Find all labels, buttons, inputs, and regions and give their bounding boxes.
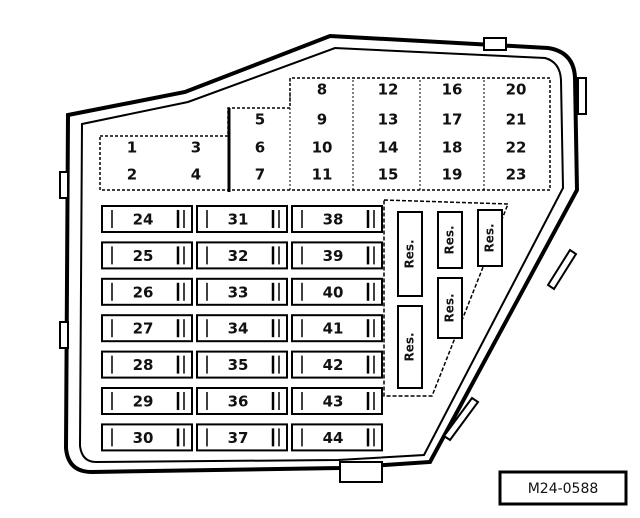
fuse-slot-37: 37 (196, 423, 288, 452)
fuse-label-13: 13 (378, 111, 399, 129)
fuse-slot-33: 33 (196, 277, 288, 306)
fuse-slot-38: 38 (291, 205, 383, 233)
fuse-slot-30: 30 (101, 423, 193, 452)
reserve-slot-frame (437, 277, 463, 339)
fuse-label-30: 30 (133, 429, 154, 447)
reserve-slots: Res. Res. Res. Res. Res. (397, 209, 503, 389)
fuse-label-36: 36 (228, 393, 249, 411)
mounting-tab (577, 77, 587, 115)
fuse-slot-24: 24 (101, 205, 193, 233)
fuse-label-12: 12 (378, 81, 399, 99)
fuse-label-44: 44 (323, 429, 344, 447)
reserve-slot-3: Res. (477, 209, 503, 267)
figure-code-box (498, 470, 628, 506)
housing-outline (63, 33, 580, 475)
mounting-tab (483, 37, 507, 51)
fuse-label-6: 6 (255, 139, 265, 157)
fuse-label-15: 15 (378, 166, 399, 184)
fuse-slot-40: 40 (291, 277, 383, 306)
fuse-label-11: 11 (312, 166, 333, 184)
fuse-label-25: 25 (133, 247, 154, 265)
fuse-slot-36: 36 (196, 387, 288, 415)
mounting-tab (59, 321, 69, 349)
mounting-tab (546, 248, 578, 291)
fuse-slot-31: 31 (196, 205, 288, 233)
fuse-label-9: 9 (317, 111, 327, 129)
fuse-label-34: 34 (228, 320, 249, 338)
fuse-label-10: 10 (312, 139, 333, 157)
fuse-slot-34: 34 (196, 314, 288, 343)
reserve-slot-frame (397, 305, 423, 389)
lower-fuse-slots: 24 25 26 27 28 29 30 31 32 33 34 35 36 37 38 39 40 41 42 43… (101, 205, 383, 452)
fuse-label-14: 14 (378, 139, 399, 157)
mounting-tab (339, 461, 383, 483)
reserve-label: Res. (443, 293, 457, 322)
fuse-slot-39: 39 (291, 241, 383, 270)
reserve-slot-1: Res. (397, 211, 423, 297)
fuse-label-32: 32 (228, 247, 249, 265)
reserve-slot-frame (397, 211, 423, 297)
fuse-slot-32: 32 (196, 241, 288, 270)
fuse-label-42: 42 (323, 356, 344, 374)
fuse-label-41: 41 (323, 320, 344, 338)
fuse-label-40: 40 (323, 283, 344, 301)
reserve-label: Res. (403, 239, 417, 268)
fuse-slot-44: 44 (291, 423, 383, 452)
fuse-label-3: 3 (191, 139, 201, 157)
fuse-label-35: 35 (228, 356, 249, 374)
reserve-slot-frame (477, 209, 503, 267)
relay-area-outline (383, 199, 510, 397)
fuse-slot-43: 43 (291, 387, 383, 415)
fuse-label-20: 20 (506, 81, 527, 99)
mounting-tab (442, 396, 480, 442)
fuse-label-7: 7 (255, 166, 265, 184)
fuse-slot-28: 28 (101, 350, 193, 379)
fuse-label-22: 22 (506, 139, 527, 157)
fuse-label-16: 16 (442, 81, 463, 99)
fuse-label-37: 37 (228, 429, 249, 447)
reserve-label: Res. (403, 332, 417, 361)
fuse-label-2: 2 (127, 166, 137, 184)
fuse-label-1: 1 (127, 139, 137, 157)
fuse-slot-35: 35 (196, 350, 288, 379)
fuse-label-39: 39 (323, 247, 344, 265)
fuse-label-38: 38 (323, 211, 344, 229)
fuse-label-8: 8 (317, 81, 327, 99)
fuse-label-28: 28 (133, 356, 154, 374)
fuse-label-43: 43 (323, 393, 344, 411)
fuse-label-23: 23 (506, 166, 527, 184)
mounting-tab (59, 171, 69, 199)
figure-code: M24-0588 (528, 481, 599, 497)
fuse-label-17: 17 (442, 111, 463, 129)
fuse-label-21: 21 (506, 111, 527, 129)
housing-inner-wall (78, 46, 565, 464)
reserve-label: Res. (443, 225, 457, 254)
fuse-label-27: 27 (133, 320, 154, 338)
fuse-label-31: 31 (228, 211, 249, 229)
fuse-label-5: 5 (255, 111, 265, 129)
fuse-slot-41: 41 (291, 314, 383, 343)
fuse-label-33: 33 (228, 283, 249, 301)
reserve-slot-4: Res. (437, 277, 463, 339)
fuse-label-29: 29 (133, 393, 154, 411)
fuse-label-18: 18 (442, 139, 463, 157)
reserve-slot-5: Res. (397, 305, 423, 389)
fuse-slot-42: 42 (291, 350, 383, 379)
fuse-slot-25: 25 (101, 241, 193, 270)
fuse-slot-27: 27 (101, 314, 193, 343)
fuse-slot-26: 26 (101, 277, 193, 306)
reserve-slot-2: Res. (437, 211, 463, 269)
reserve-slot-frame (437, 211, 463, 269)
fuse-label-19: 19 (442, 166, 463, 184)
fuse-label-24: 24 (133, 211, 154, 229)
fuse-label-4: 4 (191, 166, 201, 184)
fuse-slot-29: 29 (101, 387, 193, 415)
fuse-label-26: 26 (133, 283, 154, 301)
reserve-label: Res. (483, 223, 497, 252)
